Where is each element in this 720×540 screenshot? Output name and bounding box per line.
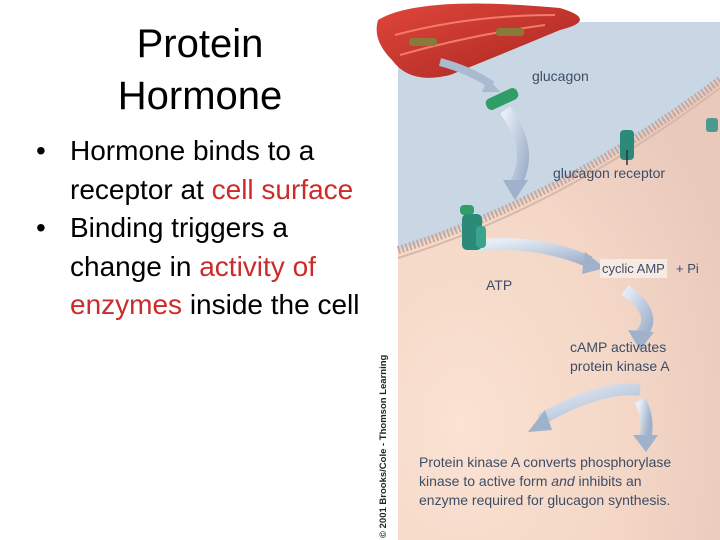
cell-illustration xyxy=(368,0,720,540)
bullet-2-highlight: activity of enzymes xyxy=(70,250,316,321)
pathway-arrows xyxy=(438,58,658,452)
bullet-marker: • xyxy=(36,135,46,166)
pi-label: + Pi xyxy=(676,261,699,276)
pka-description: Protein kinase A converts phosphorylase … xyxy=(419,453,719,510)
title-line-2: Hormone xyxy=(117,74,283,118)
camp-activates-line-1: cAMP activates xyxy=(570,339,667,355)
bullet-list: • Hormone binds to a receptor at cell su… xyxy=(28,132,373,325)
receptor-label: glucagon receptor xyxy=(553,165,666,181)
bullet-marker: • xyxy=(36,212,46,243)
glucagon-pathway-figure: glucagon glucagon receptor ATP cyclic AM… xyxy=(368,0,720,540)
glucagon-icon xyxy=(485,88,519,110)
atp-label: ATP xyxy=(486,277,513,293)
receptor-bound-icon xyxy=(460,205,486,250)
cell-membrane xyxy=(396,76,720,254)
pka-line-3: enzyme required for glucagon synthesis. xyxy=(419,492,671,508)
muscle-fiber xyxy=(376,3,580,78)
glucagon-receptor-icon xyxy=(620,118,718,165)
bullet-1-highlight: cell surface xyxy=(211,173,354,205)
slide-title: Protein Hormone xyxy=(100,18,300,122)
camp-activates-line-2: protein kinase A xyxy=(570,358,670,374)
cytoplasm xyxy=(398,80,720,540)
bullet-1-text: Hormone binds to a receptor at xyxy=(70,135,315,205)
glucagon-molecule-icon xyxy=(409,28,524,46)
pka-line-2: kinase to active form and inhibits an xyxy=(419,472,719,491)
membrane-inner xyxy=(397,87,720,259)
bullet-2-text: Binding triggers a change in xyxy=(70,212,288,282)
title-line-1: Protein xyxy=(136,22,264,66)
pka-line-2-pre: kinase to active form xyxy=(419,473,552,489)
copyright-text: © 2001 Brooks/Cole - Thomson Learning xyxy=(378,354,389,538)
glucagon-label: glucagon xyxy=(532,68,589,84)
camp-label: cyclic AMP xyxy=(600,259,667,278)
pka-line-1: Protein kinase A converts phosphorylase xyxy=(419,454,672,470)
pka-line-2-post: inhibits an xyxy=(574,473,642,489)
pka-line-2-emphasis: and xyxy=(551,473,575,489)
bullet-item-2: • Binding triggers a change in activity … xyxy=(28,209,373,325)
copyright-credit: © 2001 Brooks/Cole - Thomson Learning xyxy=(378,354,389,538)
bullet-2-text-end: inside the cell xyxy=(182,289,360,320)
camp-activates-label: cAMP activates protein kinase A xyxy=(570,338,670,376)
bullet-item-1: • Hormone binds to a receptor at cell su… xyxy=(28,132,373,209)
